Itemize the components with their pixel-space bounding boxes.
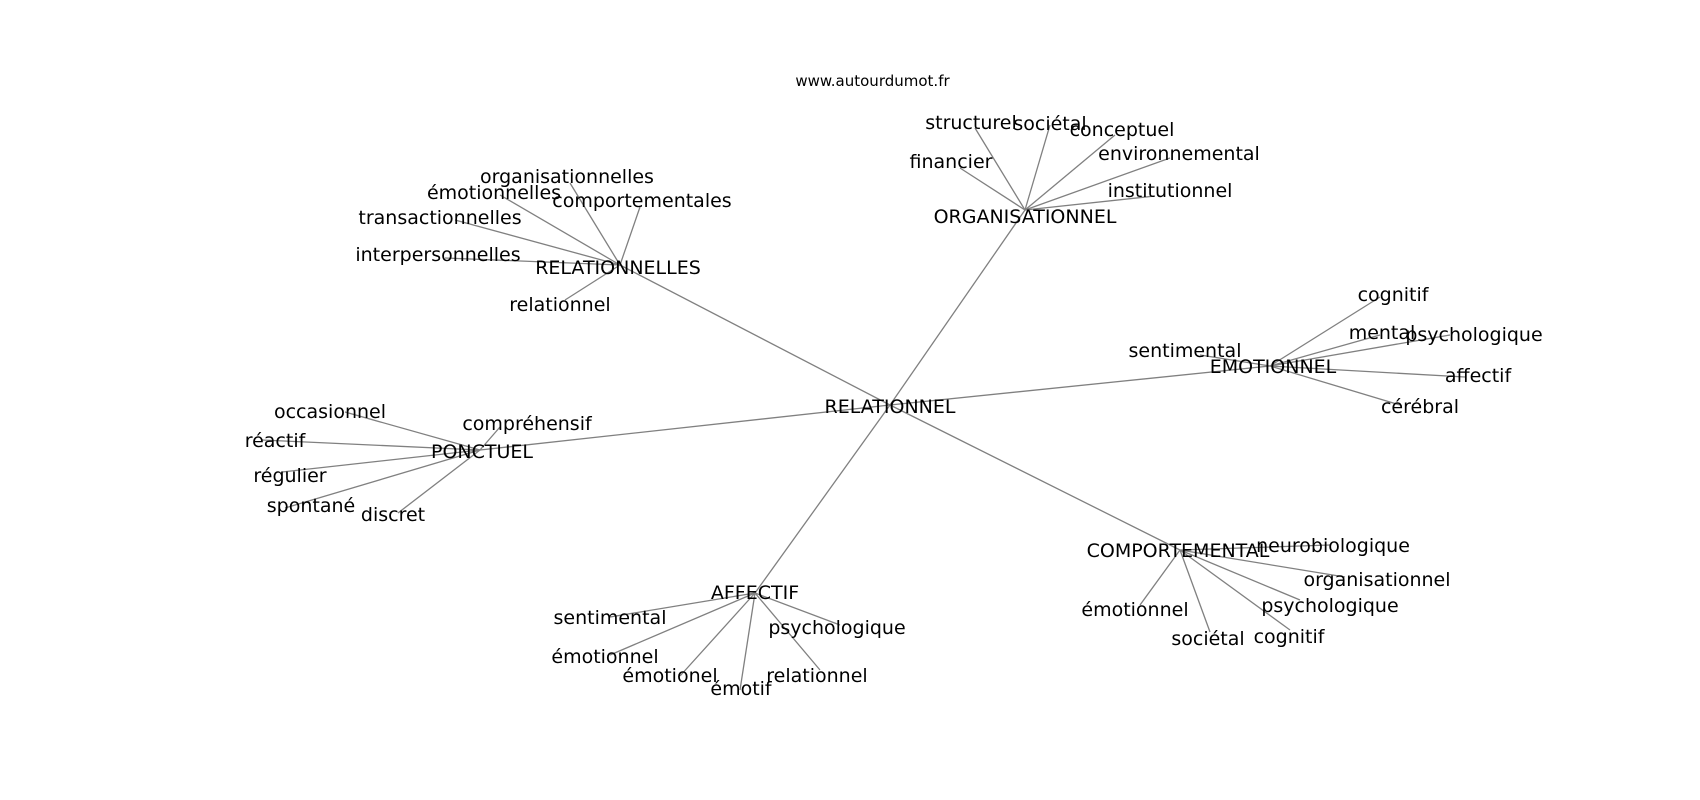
branch-node-label: PONCTUEL	[431, 441, 533, 463]
edge-leaf-1-5	[564, 264, 621, 301]
edge-leaf-2-5	[1269, 365, 1401, 406]
leaf-node-label: discret	[361, 504, 425, 526]
edge-leaf-0-3	[959, 167, 1026, 211]
leaf-node-label: émotionnel	[551, 646, 658, 668]
leaf-node-label: compréhensif	[462, 413, 593, 435]
edge-leaf-1-3	[454, 219, 621, 266]
branch-node-label: RELATIONNELLES	[535, 257, 701, 279]
leaf-node-label: sociétal	[1171, 628, 1244, 650]
leaf-node-label: neurobiologique	[1256, 535, 1410, 557]
leaf-node-label: spontané	[267, 495, 355, 517]
leaf-node-label: occasionnel	[274, 401, 386, 423]
leaf-node-label: régulier	[253, 465, 326, 487]
root-node-label: RELATIONNEL	[825, 396, 956, 418]
edge-leaf-2-3	[1199, 354, 1271, 367]
leaf-node-label: sentimental	[554, 607, 667, 629]
graph-labels: RELATIONNELORGANISATIONNELstructurelsoci…	[245, 112, 1543, 700]
leaf-node-label: conceptuel	[1070, 119, 1175, 141]
edge-leaf-0-1	[1024, 124, 1051, 211]
branch-node-label: ORGANISATIONNEL	[934, 206, 1117, 228]
edge-leaf-3-5	[397, 449, 481, 514]
edge-leaf-0-0	[974, 127, 1026, 211]
leaf-node-label: sentimental	[1129, 340, 1242, 362]
edge-leaf-4-3	[1139, 549, 1181, 606]
leaf-node-label: émotionnelles	[427, 182, 561, 204]
edge-leaf-0-5	[1024, 195, 1156, 211]
leaf-node-label: organisationnel	[1303, 569, 1450, 591]
edge-root-5	[754, 404, 891, 594]
edge-leaf-3-1	[479, 426, 501, 451]
edge-leaf-0-2	[1024, 134, 1116, 211]
edge-leaf-1-1	[499, 194, 621, 266]
edge-leaf-2-1	[1269, 334, 1381, 367]
branch-node-label: COMPORTEMENTAL	[1087, 540, 1270, 562]
edge-root-0	[889, 209, 1026, 406]
edge-leaf-4-2	[1179, 549, 1301, 601]
leaf-node-label: psychologique	[1405, 324, 1542, 346]
leaf-node-label: cognitif	[1254, 626, 1326, 648]
leaf-node-label: relationnel	[509, 294, 610, 316]
leaf-node-label: émotionnel	[1081, 599, 1188, 621]
edge-leaf-4-4	[1179, 549, 1291, 631]
leaf-node-label: financier	[910, 151, 993, 173]
edge-leaf-3-3	[281, 449, 481, 473]
site-watermark: www.autourdumot.fr	[795, 72, 950, 90]
edge-leaf-1-0	[569, 182, 621, 266]
leaf-node-label: cérébral	[1381, 396, 1459, 418]
edge-leaf-3-2	[261, 439, 481, 451]
edge-leaf-4-5	[1179, 549, 1211, 633]
edge-root-3	[479, 404, 891, 451]
leaf-node-label: émotionel	[622, 665, 717, 687]
edge-root-4	[889, 404, 1181, 551]
leaf-node-label: cognitif	[1358, 284, 1430, 306]
edge-leaf-5-0	[609, 592, 756, 618]
edge-leaf-1-4	[444, 257, 621, 266]
leaf-node-label: interpersonnelles	[355, 244, 520, 266]
edge-leaf-4-1	[1179, 549, 1346, 578]
leaf-node-label: institutionnel	[1108, 180, 1233, 202]
edge-leaf-0-4	[1024, 157, 1171, 211]
edge-leaf-5-2	[609, 592, 756, 656]
edge-leaf-2-4	[1269, 365, 1466, 378]
edge-leaf-5-3	[679, 592, 756, 677]
branch-node-label: AFFECTIF	[711, 582, 799, 604]
leaf-node-label: organisationnelles	[480, 166, 654, 188]
graph-edges	[261, 124, 1466, 691]
edge-root-2	[889, 365, 1271, 406]
leaf-node-label: relationnel	[766, 665, 867, 687]
leaf-node-label: comportementales	[552, 190, 731, 212]
edge-root-1	[619, 264, 891, 406]
edge-leaf-3-0	[344, 411, 481, 451]
edge-leaf-3-4	[284, 449, 481, 509]
leaf-node-label: environnemental	[1098, 143, 1260, 165]
leaf-node-label: affectif	[1445, 365, 1513, 387]
edge-leaf-5-4	[754, 592, 821, 671]
edge-leaf-1-2	[619, 206, 641, 266]
leaf-node-label: sociétal	[1013, 113, 1086, 135]
leaf-node-label: réactif	[245, 430, 307, 452]
edge-leaf-4-0	[1179, 544, 1331, 551]
edge-leaf-5-1	[754, 592, 841, 626]
branch-node-label: EMOTIONNEL	[1210, 356, 1337, 378]
edge-leaf-2-2	[1269, 334, 1451, 367]
edge-leaf-2-0	[1269, 296, 1381, 367]
leaf-node-label: structurel	[925, 112, 1017, 134]
leaf-node-label: psychologique	[1261, 595, 1398, 617]
leaf-node-label: psychologique	[768, 617, 905, 639]
leaf-node-label: émotif	[710, 678, 773, 700]
leaf-node-label: mental	[1349, 322, 1416, 344]
leaf-node-label: transactionnelles	[358, 207, 521, 229]
edge-leaf-5-5	[739, 592, 756, 691]
